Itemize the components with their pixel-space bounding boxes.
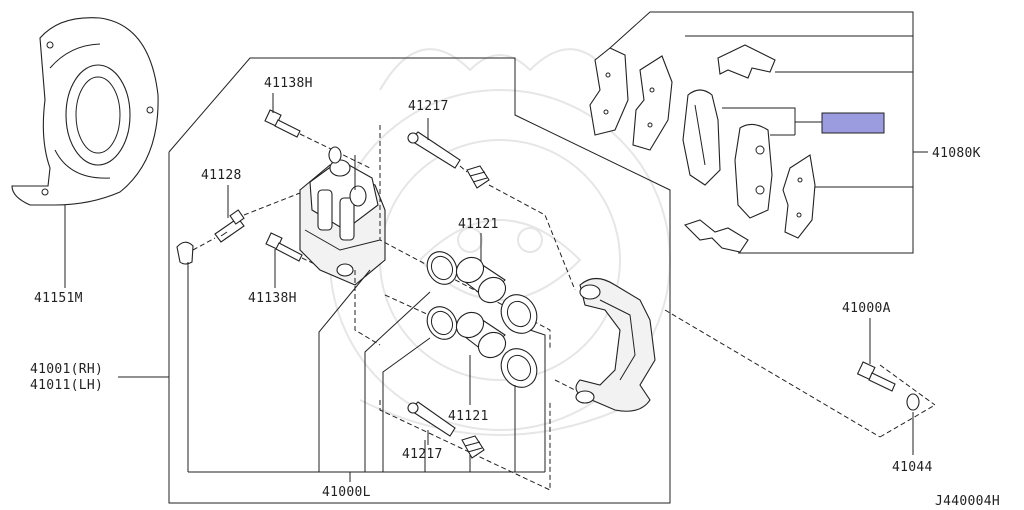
axis-guide-top: [379, 125, 551, 350]
assembly-outline: [168, 57, 671, 504]
piston-seal-upper-part[interactable]: [421, 246, 462, 289]
pad-shim-outer-part[interactable]: [589, 47, 629, 136]
callout-41044[interactable]: 41044: [892, 460, 933, 475]
dust-boot-lower-part[interactable]: [494, 342, 543, 394]
washer-41044-part[interactable]: [906, 393, 920, 411]
bolt-41000A-part[interactable]: [856, 361, 896, 392]
pad-retainer-top-part[interactable]: [717, 44, 776, 79]
callout-41001RH[interactable]: 41001(RH): [30, 362, 103, 377]
axis-hardware: [664, 309, 881, 438]
piston-upper-part[interactable]: [452, 253, 510, 308]
brake-pad-inner-part[interactable]: [734, 123, 773, 219]
bleeder-screw-part[interactable]: [214, 209, 245, 243]
callout-41138H-top[interactable]: 41138H: [264, 76, 313, 91]
pad-shim-right-part[interactable]: [782, 154, 816, 239]
callout-41121-bottom[interactable]: 41121: [448, 409, 489, 424]
pin-boot-bottom-part[interactable]: [461, 435, 485, 459]
leader-highlight: [722, 107, 822, 123]
axis-bolt-top: [299, 133, 371, 169]
piston-lower-part[interactable]: [452, 308, 510, 363]
dust-shield-part[interactable]: [11, 17, 159, 206]
axis-hardware-2: [879, 404, 936, 438]
pad-shim-inner-part[interactable]: [632, 55, 673, 151]
axis-bracket: [488, 184, 576, 291]
callout-41121-top[interactable]: 41121: [458, 217, 499, 232]
leader-41000L: [187, 262, 546, 482]
guide-pin-41217-top-part[interactable]: [407, 131, 461, 169]
callout-41138H-bottom[interactable]: 41138H: [248, 291, 297, 306]
piston-seal-lower-part[interactable]: [421, 301, 462, 344]
bolt-41138H-top-part[interactable]: [264, 109, 301, 138]
callout-41000A[interactable]: 41000A: [842, 301, 891, 316]
callout-41217-bottom[interactable]: 41217: [402, 447, 443, 462]
axis-bleeder: [243, 192, 301, 216]
dust-boot-upper-part[interactable]: [494, 288, 543, 340]
pad-retainer-bottom-part[interactable]: [683, 219, 749, 253]
axis-hardware-3: [879, 364, 936, 406]
callout-41080K[interactable]: 41080K: [932, 146, 981, 161]
callout-41011LH[interactable]: 41011(LH): [30, 378, 103, 393]
caliper-body-part[interactable]: [299, 146, 386, 286]
diagram-code: J440004H: [935, 494, 1000, 509]
bolt-41138H-bottom-part[interactable]: [265, 232, 303, 262]
axis-cap: [192, 237, 216, 251]
bleeder-cap-part[interactable]: [176, 241, 194, 265]
callout-41000L[interactable]: 41000L: [322, 485, 371, 500]
highlight-box[interactable]: [821, 112, 885, 134]
axis-guide-bottom: [379, 400, 551, 491]
brake-pad-outer-part[interactable]: [682, 89, 721, 186]
pin-boot-top-part[interactable]: [466, 165, 490, 189]
caliper-bracket-part[interactable]: [575, 277, 656, 412]
callout-41128[interactable]: 41128: [201, 168, 242, 183]
pad-kit-bracket: [609, 11, 928, 254]
axis-pin-boot-top: [459, 165, 468, 173]
guide-pin-41217-bottom-part[interactable]: [407, 401, 456, 437]
axis-body: [354, 270, 381, 346]
axis-bracket-low: [554, 379, 576, 391]
callout-41217-top[interactable]: 41217: [408, 99, 449, 114]
callout-41151M[interactable]: 41151M: [34, 291, 83, 306]
